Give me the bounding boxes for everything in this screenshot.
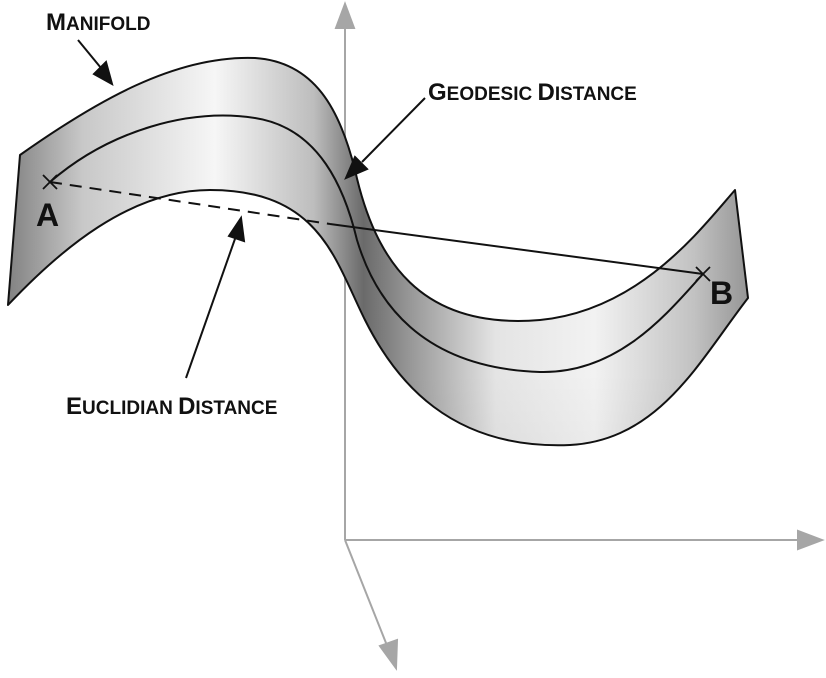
manifold-shading: [8, 57, 748, 446]
euclidian-distance-label: EUCLIDIAN DISTANCE: [66, 393, 277, 420]
z-axis: [344, 539, 389, 649]
euclidian-line-dashed: [49, 181, 331, 225]
manifold-pointer-line: [77, 39, 102, 69]
euclidian-line: [49, 181, 704, 275]
point-b-label: B: [710, 275, 733, 311]
manifold-surface: [7, 56, 749, 447]
z-axis-arrowhead: [378, 638, 399, 671]
y-axis-arrowhead: [334, 1, 356, 29]
euclidian-line-solid: [329, 223, 704, 275]
manifold-pointer-head: [92, 60, 114, 87]
point-a-label: A: [36, 197, 59, 233]
pointer-arrows: [77, 39, 426, 379]
geodesic-path: [49, 114, 704, 374]
point-a-marker: [42, 174, 58, 190]
point-b-marker: [695, 266, 711, 282]
euclidian-pointer-head: [227, 215, 246, 243]
euclidian-pointer-line: [185, 235, 237, 379]
geodesic-pointer-head: [344, 155, 369, 180]
manifold-label: MANIFOLD: [46, 9, 150, 36]
axes: [334, 1, 825, 671]
geodesic-distance-label: GEODESIC DISTANCE: [428, 79, 637, 106]
geodesic-pointer-line: [361, 97, 426, 163]
x-axis-arrowhead: [797, 529, 825, 551]
